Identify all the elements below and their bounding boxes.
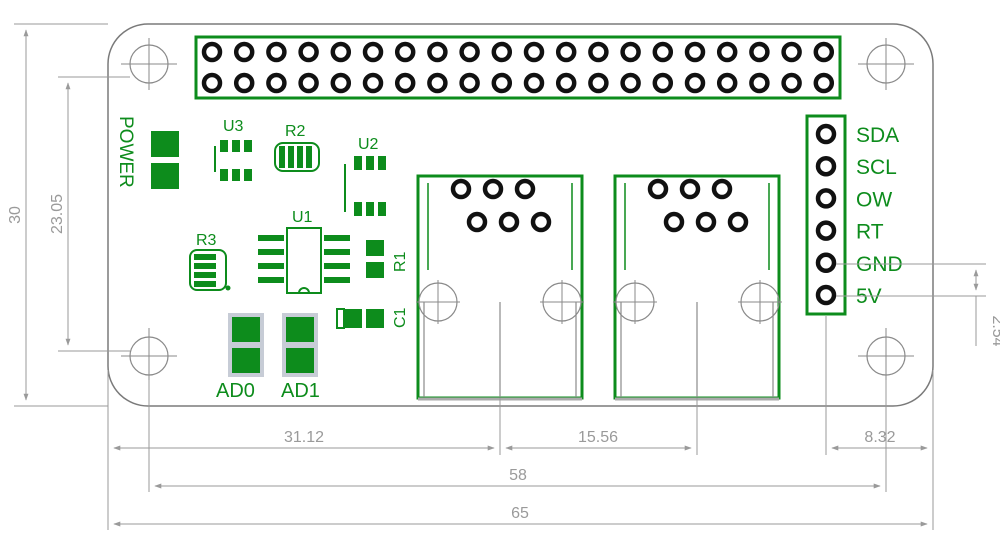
header-pin: [459, 41, 480, 63]
header-pin: [716, 41, 738, 63]
power-led: [151, 131, 179, 189]
rj-connector-2: [613, 174, 782, 401]
io-pin: [815, 188, 837, 209]
header-pin: [652, 41, 674, 63]
gpio-header-pins: [201, 41, 835, 94]
header-pin: [555, 41, 577, 63]
header-pin: [362, 41, 384, 63]
header-pin: [523, 41, 545, 63]
header-pin: [684, 72, 706, 94]
mounting-hole-top-left: [121, 38, 177, 90]
c1-footprint: [336, 308, 384, 329]
u1-label: U1: [292, 209, 313, 226]
header-pin: [266, 72, 287, 94]
io-pin: [815, 252, 837, 274]
io-pin: [815, 284, 837, 306]
r2-label: R2: [285, 123, 306, 140]
ad1-label: AD1: [281, 380, 320, 402]
header-pin: [620, 72, 641, 94]
rj-connector-1: [416, 174, 584, 401]
u3-label: U3: [223, 118, 244, 135]
r3-label: R3: [196, 232, 217, 249]
header-pin: [233, 72, 255, 94]
header-pin: [716, 72, 738, 94]
header-pin: [813, 72, 835, 94]
header-pin: [684, 41, 706, 63]
r3-footprint: [189, 249, 231, 291]
header-pin: [330, 72, 352, 94]
header-pin: [394, 41, 416, 63]
io-pin-label: RT: [856, 221, 884, 244]
power-label: POWER: [115, 116, 136, 188]
header-pin: [427, 41, 448, 63]
u2-label: U2: [358, 136, 379, 153]
dim-width-total: 65: [511, 505, 529, 522]
header-pin: [588, 72, 609, 94]
dim-width-2: 15.56: [578, 429, 618, 446]
header-pin: [781, 72, 802, 94]
io-pin-label: SCL: [856, 156, 897, 179]
dim-width-holes: 58: [509, 467, 527, 484]
io-connector-outline: [805, 114, 847, 316]
u1-footprint: [258, 227, 350, 294]
io-pin: [815, 155, 837, 177]
dim-height-total: 30: [7, 206, 24, 224]
io-pin-label: SDA: [856, 124, 899, 147]
header-pin: [749, 72, 770, 94]
dim-width-1: 31.12: [284, 429, 324, 446]
mounting-hole-bottom-right: [858, 328, 914, 384]
header-pin: [620, 41, 641, 63]
ad0-jumper: [228, 313, 264, 377]
header-pin: [201, 41, 223, 63]
dimension-lines: [14, 23, 986, 530]
c1-label: C1: [392, 307, 409, 328]
header-pin: [813, 41, 835, 63]
io-pin: [815, 123, 837, 145]
header-pin: [749, 41, 770, 63]
header-pin: [362, 72, 384, 94]
header-pin: [298, 72, 319, 94]
u3-footprint: [214, 140, 252, 181]
ad1-jumper: [282, 313, 318, 377]
header-pin: [427, 72, 448, 94]
header-pin: [781, 41, 802, 63]
ad0-label: AD0: [216, 380, 255, 402]
io-pin: [815, 220, 837, 241]
header-pin: [266, 41, 287, 63]
mounting-hole-bottom-left: [121, 328, 177, 384]
header-pin: [491, 72, 513, 94]
board-outline: [107, 23, 934, 407]
header-pin: [491, 41, 513, 63]
header-pin: [588, 41, 609, 63]
header-pin: [201, 72, 223, 94]
header-pin: [233, 41, 255, 63]
dim-pin-pitch: 2.54: [989, 315, 1000, 346]
dim-width-3: 8.32: [864, 429, 895, 446]
header-pin: [555, 72, 577, 94]
io-pin-label: OW: [856, 188, 892, 211]
header-pin: [652, 72, 674, 94]
dim-height-holes: 23.05: [49, 194, 66, 234]
header-pin: [459, 72, 480, 94]
r2-footprint: [274, 142, 320, 172]
header-pin: [330, 41, 352, 63]
r1-footprint: [366, 240, 384, 278]
gpio-header-outline: [194, 35, 842, 100]
mounting-hole-top-right: [858, 38, 914, 90]
r1-label: R1: [392, 251, 409, 272]
u2-footprint: [344, 156, 386, 216]
header-pin: [394, 72, 416, 94]
header-pin: [523, 72, 545, 94]
header-pin: [298, 41, 319, 63]
